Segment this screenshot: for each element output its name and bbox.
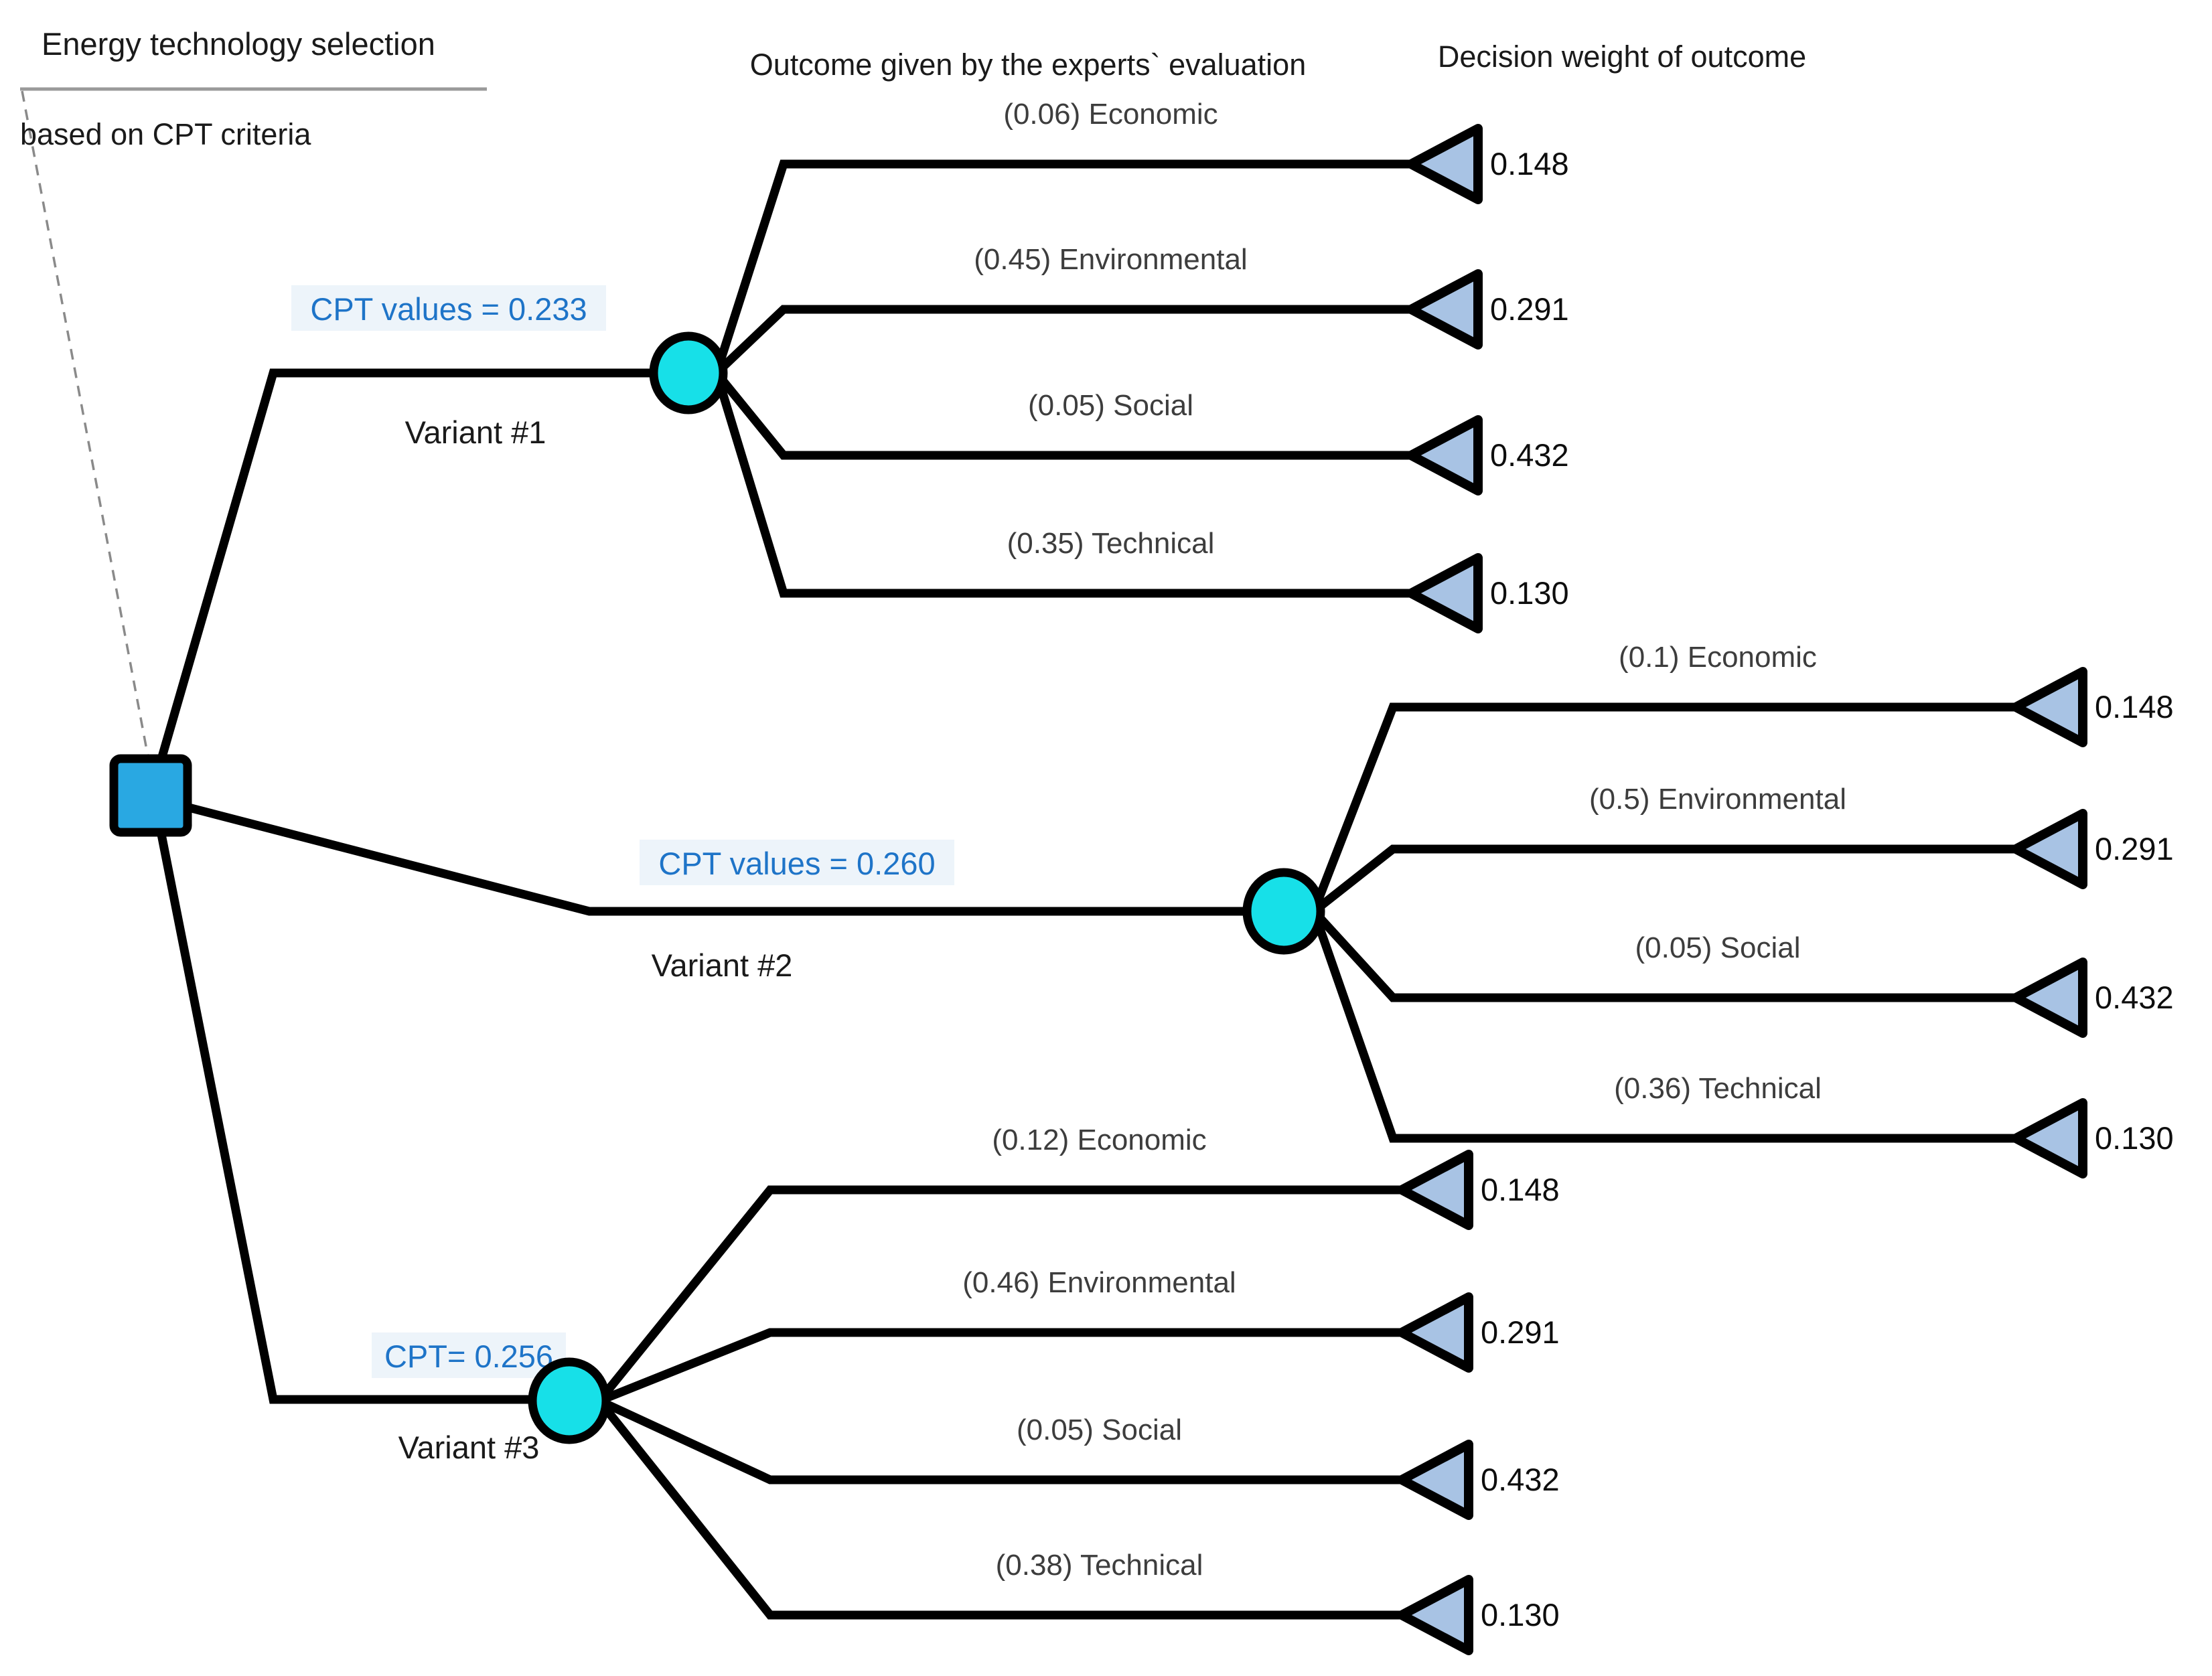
outcome-label: (0.06) Economic bbox=[1003, 98, 1218, 131]
outcome-branch bbox=[597, 1328, 1402, 1405]
terminal-node-icon bbox=[1406, 269, 1483, 350]
outcome-column-header: Outcome given by the experts` evaluation bbox=[750, 48, 1306, 82]
cpt-label-highlight bbox=[640, 840, 954, 885]
outcome-branch bbox=[1311, 908, 2016, 1002]
outcome-label: (0.05) Social bbox=[1017, 1414, 1182, 1446]
variant-branch-1: (0.06) Economic 0.148 (0.45) Environmental… bbox=[156, 98, 1569, 763]
outcome-weight-value: 0.148 bbox=[1481, 1172, 1560, 1207]
outcome-label: (0.45) Environmental bbox=[974, 243, 1247, 276]
outcome-weight-value: 0.432 bbox=[2095, 980, 2174, 1015]
outcome-label: (0.1) Economic bbox=[1619, 641, 1817, 674]
terminal-node-icon bbox=[1406, 553, 1483, 633]
outcome-weight-value: 0.130 bbox=[1481, 1597, 1560, 1632]
outcome-weight-value: 0.130 bbox=[2095, 1120, 2174, 1156]
root-to-variant-branch bbox=[188, 803, 1250, 916]
outcome-label: (0.5) Environmental bbox=[1589, 783, 1846, 816]
outcome-branch bbox=[712, 159, 1411, 374]
decision-node-icon bbox=[109, 754, 192, 837]
outcome-label: (0.35) Technical bbox=[1007, 527, 1215, 560]
outcome-branch bbox=[713, 305, 1411, 376]
outcome-branch bbox=[712, 372, 1411, 598]
outcome-weight-value: 0.291 bbox=[2095, 831, 2174, 866]
terminal-node-icon bbox=[2011, 809, 2087, 889]
outcome-weight-value: 0.432 bbox=[1481, 1462, 1560, 1497]
outcome-branch bbox=[1309, 909, 2016, 1143]
terminal-node-icon bbox=[2011, 958, 2087, 1038]
root-to-variant-branch bbox=[156, 830, 534, 1404]
terminal-node-icon bbox=[1397, 1440, 1473, 1520]
outcome-branch bbox=[1309, 702, 2016, 913]
page-title-line2: based on CPT criteria bbox=[20, 117, 311, 151]
outcome-branch bbox=[597, 1397, 1402, 1484]
outcome-branch bbox=[1311, 844, 2016, 915]
outcome-label: (0.38) Technical bbox=[996, 1549, 1203, 1582]
terminal-node-icon bbox=[1397, 1150, 1473, 1230]
terminal-node-icon bbox=[1397, 1575, 1473, 1655]
tree-layer: (0.06) Economic 0.148 (0.45) Environmental… bbox=[156, 98, 2174, 1655]
cpt-value-label: CPT values = 0.260 bbox=[658, 846, 935, 881]
variant-name-label: Variant #3 bbox=[398, 1430, 540, 1465]
outcome-weight-value: 0.130 bbox=[1490, 575, 1569, 611]
title-callout-line bbox=[21, 90, 149, 757]
variant-branch-3: (0.12) Economic 0.148 (0.46) Environmental… bbox=[156, 830, 1560, 1655]
terminal-node-icon bbox=[2011, 1098, 2087, 1178]
outcome-label: (0.46) Environmental bbox=[962, 1266, 1236, 1299]
variant-name-label: Variant #2 bbox=[652, 947, 793, 983]
outcome-label: (0.05) Social bbox=[1028, 389, 1193, 422]
chance-node-icon bbox=[1242, 868, 1325, 955]
outcome-branch bbox=[595, 1397, 1402, 1620]
terminal-node-icon bbox=[1406, 415, 1483, 496]
cpt-value-label: CPT values = 0.233 bbox=[310, 291, 587, 327]
outcome-weight-value: 0.291 bbox=[1490, 291, 1569, 327]
outcome-label: (0.12) Economic bbox=[992, 1124, 1206, 1156]
cpt-label-highlight bbox=[291, 285, 606, 331]
outcome-label: (0.36) Technical bbox=[1614, 1072, 1822, 1105]
terminal-node-icon bbox=[2011, 667, 2087, 747]
outcome-weight-value: 0.148 bbox=[2095, 689, 2174, 725]
outcome-label: (0.05) Social bbox=[1635, 931, 1800, 964]
outcome-branch bbox=[713, 370, 1411, 460]
outcome-branch bbox=[595, 1185, 1402, 1404]
root-to-variant-branch bbox=[156, 368, 656, 763]
cpt-label-highlight bbox=[372, 1332, 566, 1378]
terminal-node-icon bbox=[1397, 1292, 1473, 1373]
chance-node-icon bbox=[649, 331, 728, 414]
outcome-weight-value: 0.432 bbox=[1490, 437, 1569, 473]
cpt-value-label: CPT= 0.256 bbox=[384, 1339, 553, 1374]
terminal-node-icon bbox=[1406, 124, 1483, 204]
page-title-line1: Energy technology selection bbox=[42, 26, 435, 62]
variant-branch-2: (0.1) Economic 0.148 (0.5) Environmental 0.… bbox=[188, 641, 2174, 1178]
variant-name-label: Variant #1 bbox=[405, 414, 546, 450]
outcome-weight-value: 0.291 bbox=[1481, 1314, 1560, 1350]
outcome-weight-value: 0.148 bbox=[1490, 146, 1569, 181]
chance-node-icon bbox=[528, 1357, 611, 1444]
weight-column-header: Decision weight of outcome bbox=[1438, 40, 1806, 74]
